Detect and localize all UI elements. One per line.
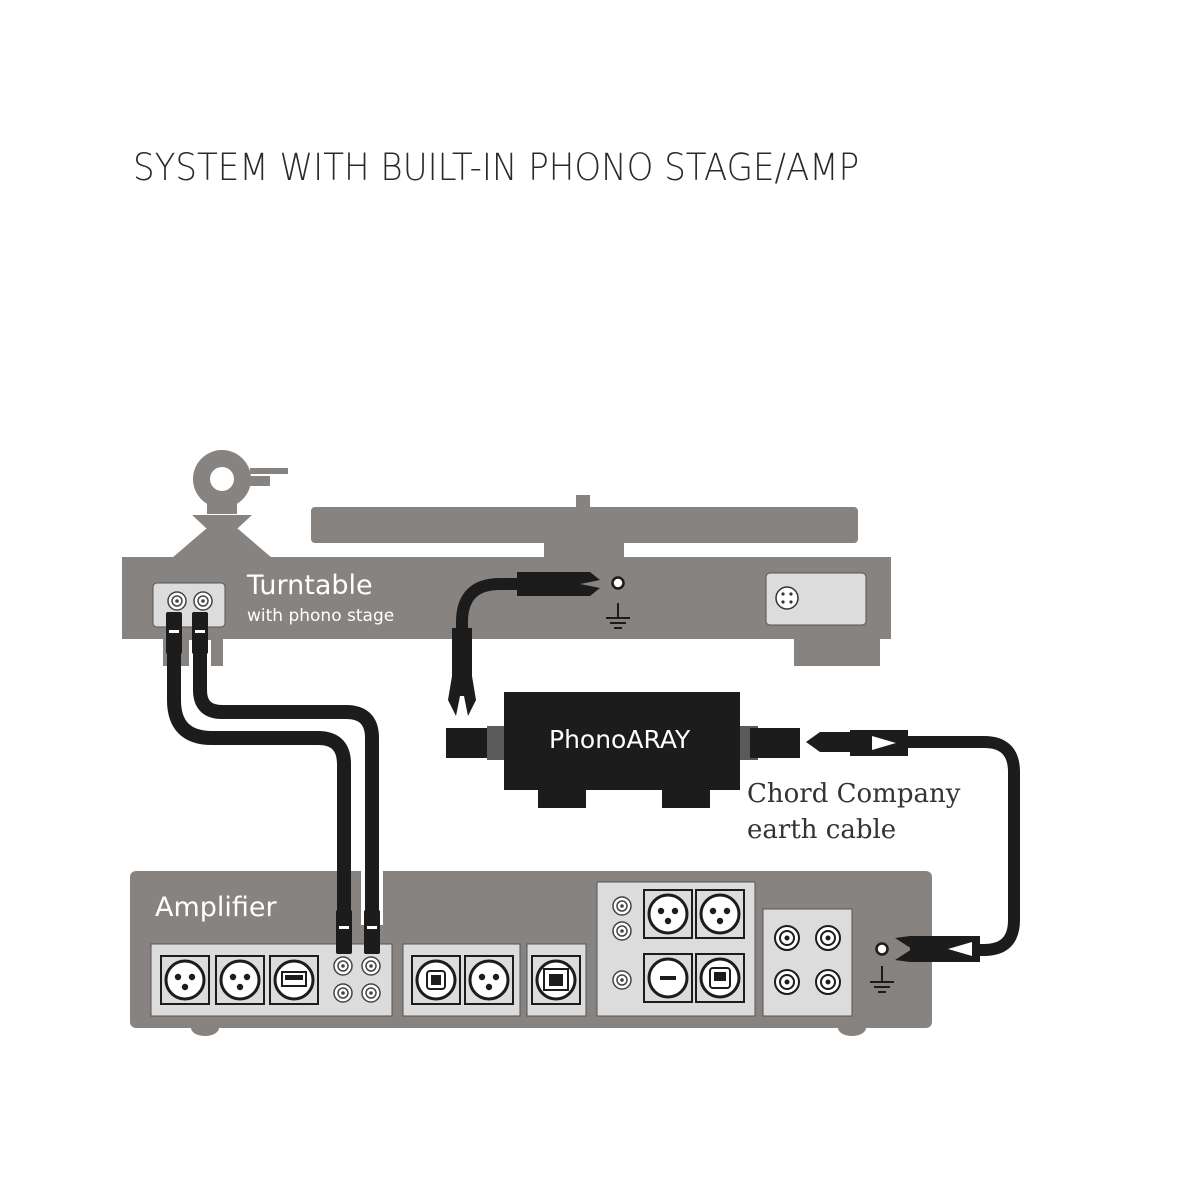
ground-symbol-icon (870, 942, 894, 993)
turntable-arm-icon (172, 450, 288, 558)
turntable-plinth (122, 557, 891, 639)
page-title: SYSTEM WITH BUILT-IN PHONO STAGE/AMP (133, 146, 860, 189)
earth-cable-label-line2: earth cable (747, 815, 896, 845)
rca-interconnect-cable (166, 612, 383, 954)
spade-connector-icon (895, 936, 912, 962)
rca-socket-icon (333, 983, 353, 1003)
earth-cable-label-line1: Chord Company (747, 779, 961, 809)
amp-panel-outputs (762, 908, 853, 1017)
ethernet-socket-icon (535, 959, 577, 1001)
rca-plug (336, 910, 352, 954)
spade-connector-icon (517, 572, 561, 596)
rca-socket-icon (815, 969, 841, 995)
phonoaray-body (504, 692, 740, 790)
rca-socket-icon (333, 956, 353, 976)
phonoaray-device: PhonoARAY (446, 572, 800, 808)
ground-symbol-icon (606, 576, 630, 629)
banana-plug-icon (806, 732, 850, 752)
turntable-sublabel: with phono stage (247, 606, 394, 626)
xlr-socket-icon (647, 893, 689, 935)
rca-plug (364, 910, 380, 954)
rca-socket-icon (361, 983, 381, 1003)
power-socket-panel (765, 572, 867, 626)
earth-cable: Chord Company earth cable (747, 730, 1020, 962)
phonoaray-label: PhonoARAY (549, 725, 691, 754)
turntable: Turntable with phono stage (122, 450, 891, 666)
rca-socket-icon (612, 921, 632, 941)
platter (311, 507, 858, 543)
rca-socket-icon (815, 925, 841, 951)
usb-b-socket-icon (699, 957, 741, 999)
usb-socket-icon (273, 959, 315, 1001)
rca-socket-icon (193, 591, 213, 611)
rca-socket-icon (612, 896, 632, 916)
xlr-socket-icon (164, 959, 206, 1001)
trigger-socket-icon (647, 957, 689, 999)
rca-socket-icon (167, 591, 187, 611)
amplifier-label: Amplifier (155, 892, 278, 923)
xlr-socket-icon (699, 893, 741, 935)
rca-socket-icon (361, 956, 381, 976)
power-socket-icon (775, 586, 799, 610)
rca-socket-icon (774, 925, 800, 951)
rca-socket-icon (774, 969, 800, 995)
turntable-output-panel (152, 582, 226, 628)
xlr-socket-icon (468, 959, 510, 1001)
amplifier: Amplifier (130, 871, 932, 1036)
turntable-label: Turntable (246, 570, 373, 601)
spade-connector-icon (448, 676, 476, 716)
rca-socket-icon (612, 970, 632, 990)
xlr-socket-icon (219, 959, 261, 1001)
optical-socket-icon (415, 959, 457, 1001)
